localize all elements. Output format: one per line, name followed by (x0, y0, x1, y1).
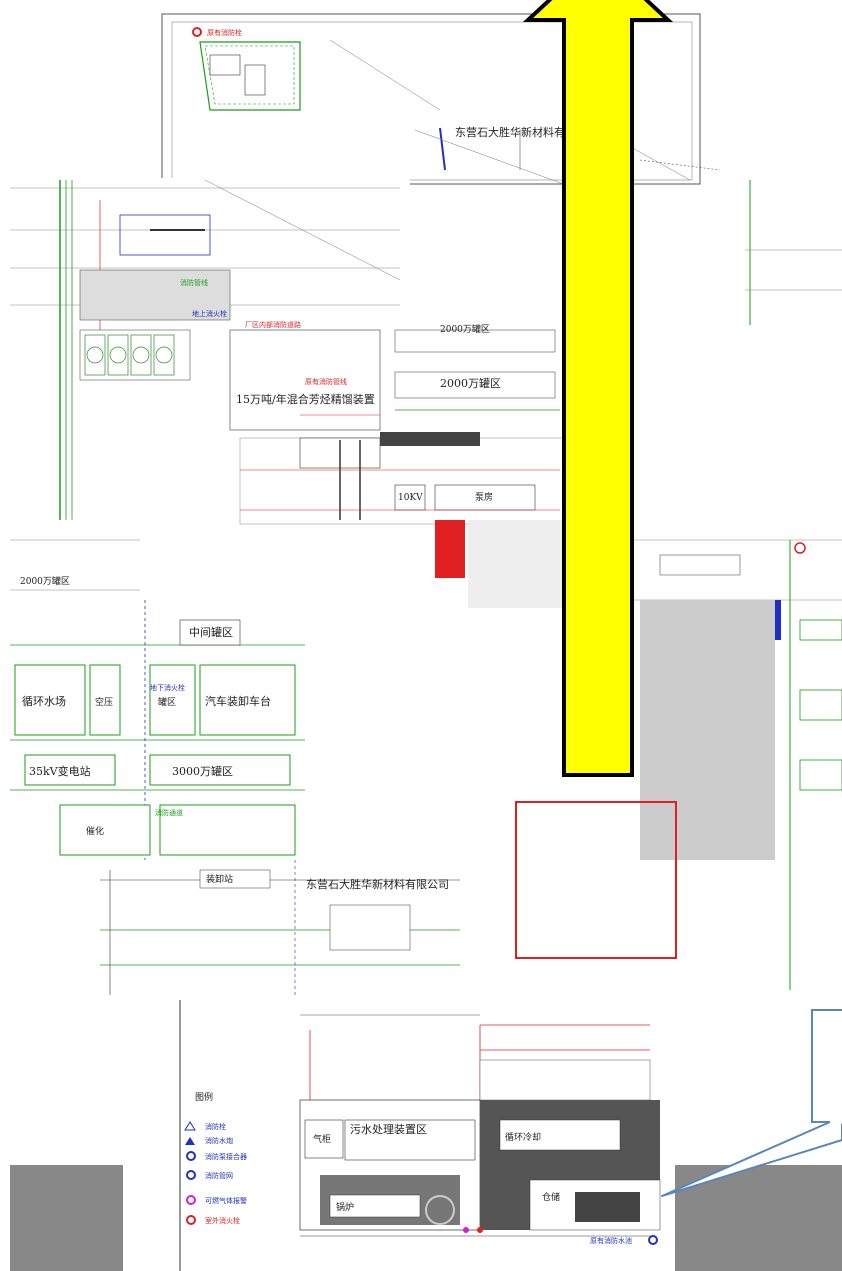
upper-sheet: 消防管线 地上消火栓 厂区内部消防道路 15万吨/年混合芳烃精馏装置 原有消防管… (10, 129, 842, 608)
legend-title: 图例 (195, 1091, 213, 1103)
area-warehouse-label: 仓储 (542, 1191, 560, 1203)
area-rail-label: 汽车装卸车台 (205, 694, 271, 708)
area-tankfarm-label: 罐区 (158, 696, 176, 708)
area-cooling-label: 循环水场 (22, 694, 66, 708)
area-tank2000-top-label: 2000万罐区 (440, 323, 490, 335)
blue-ring-icon (186, 1170, 196, 1180)
area-ac-label: 空压 (95, 696, 113, 708)
area-tank3000-label: 3000万罐区 (172, 765, 233, 778)
highlight-box (515, 801, 677, 959)
area-loading-label: 装卸站 (206, 873, 233, 885)
red-note-2: 原有消防管线 (305, 377, 347, 386)
svg-text:室外消火栓: 室外消火栓 (205, 1216, 240, 1225)
north-arrow-overlay (522, 0, 674, 777)
blue-ring-icon (186, 1151, 196, 1161)
bottom-sheet: 图例 消防栓 消防水炮 消防泵接合器 消防管网 可燃气体报警 室外消火栓 气柜 … (10, 995, 842, 1271)
svg-text:消防泵接合器: 消防泵接合器 (205, 1152, 247, 1161)
blue-label-1: 地上消火栓 (192, 309, 227, 318)
up-arrow-icon (522, 0, 674, 777)
legend: 图例 消防栓 消防水炮 消防泵接合器 消防管网 可燃气体报警 室外消火栓 (184, 1091, 247, 1225)
svg-text:消防管网: 消防管网 (205, 1171, 233, 1180)
filled-triangle-icon (185, 1137, 195, 1145)
area-gas-label: 气柜 (313, 1133, 331, 1145)
area-cooling-tower-label: 循环冷却 (505, 1131, 541, 1143)
area-tank2000-label: 2000万罐区 (440, 377, 501, 390)
middle-sheet: 2000万罐区 中间罐区 循环水场 空压 罐区 汽车装卸车台 地下消火栓 35k… (10, 518, 842, 995)
blue-label-2: 地下消火栓 (150, 683, 185, 692)
area-boiler-label: 锅炉 (336, 1201, 354, 1213)
svg-text:可燃气体报警: 可燃气体报警 (205, 1196, 247, 1205)
magenta-ring-icon (186, 1195, 196, 1205)
bottom-note: 原有消防水池 (590, 1236, 632, 1245)
red-hydrant-icon (192, 27, 202, 37)
area-small2-label: 泵房 (475, 491, 493, 503)
area-midtank-label: 中间罐区 (189, 626, 233, 639)
red-ring-icon (186, 1215, 196, 1225)
top-sheet: 原有消防栓 东营石大胜华新材料有限公司 (161, 13, 721, 185)
green-label-1: 消防管线 (180, 278, 208, 287)
top-legend-label: 原有消防栓 (207, 28, 242, 37)
area-substation-label: 35kV变电站 (29, 764, 91, 778)
triangle-icon (184, 1121, 196, 1131)
svg-text:消防水炮: 消防水炮 (205, 1136, 233, 1145)
area-small1-label: 10KV (398, 493, 423, 503)
area-unit15-label: 15万吨/年混合芳烃精馏装置 (236, 392, 375, 406)
middle-company-name: 东营石大胜华新材料有限公司 (306, 877, 449, 891)
svg-text:消防栓: 消防栓 (205, 1122, 226, 1131)
callout-bubble (661, 1009, 842, 1197)
area-cat-label: 催化 (86, 825, 104, 837)
area-wwtp-label: 污水处理装置区 (350, 1123, 427, 1136)
area-tank2000-left-label: 2000万罐区 (20, 575, 70, 587)
green-label-2: 消防通道 (155, 808, 183, 817)
red-note-1: 厂区内部消防道路 (245, 320, 301, 329)
